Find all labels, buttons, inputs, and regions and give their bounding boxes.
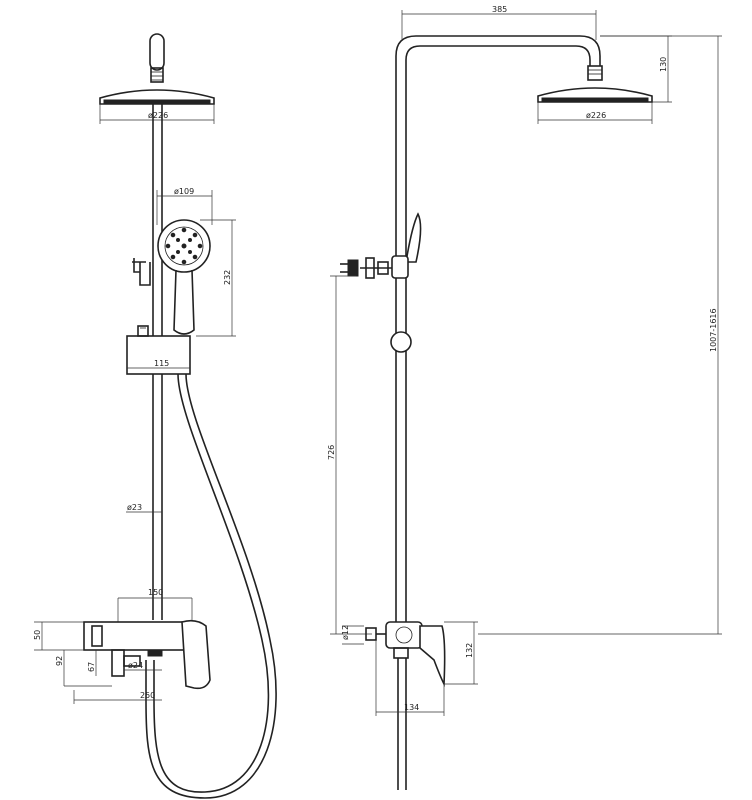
dim-wall-pipe-diameter: ø12 <box>341 625 350 640</box>
dim-head-drop: 130 <box>659 57 668 72</box>
dim-valve-spacing: 150 <box>148 588 163 597</box>
front-view: ø226 ø109 <box>33 33 277 799</box>
dim-outlet-diameter: ø24 <box>128 661 143 670</box>
shower-head-nut-side <box>587 65 603 81</box>
dim-slide-bar-width: 115 <box>154 359 169 368</box>
dim-spout-drop: 67 <box>87 662 96 672</box>
slide-knob <box>390 331 412 353</box>
dim-bracket-height: 726 <box>327 445 336 460</box>
bath-spout <box>111 649 125 677</box>
hose-outlet <box>147 649 163 657</box>
mixer-lever <box>181 619 211 690</box>
overhead-arm-inner <box>405 45 591 260</box>
rain-shower-head <box>99 89 215 105</box>
rain-shower-head-side <box>537 87 653 103</box>
dim-valve-body-height: 132 <box>465 643 474 658</box>
hand-shower-holder-side <box>391 255 409 279</box>
shower-arm-top <box>149 33 165 71</box>
dim-hand-shower-length: 232 <box>223 270 232 285</box>
dim-head-diameter-side: ø226 <box>586 111 606 120</box>
hand-shower-nozzles <box>165 227 203 265</box>
dim-valve-height: 50 <box>33 630 42 640</box>
dim-hand-shower-diameter: ø109 <box>174 187 194 196</box>
dim-height-range: 1007-1616 <box>709 308 718 352</box>
shower-head-nut <box>150 67 164 83</box>
dim-arm-reach: 385 <box>492 5 507 14</box>
hand-shower-holder <box>132 258 151 286</box>
dim-valve-body-depth: 134 <box>404 703 419 712</box>
dim-head-diameter-front: ø226 <box>148 111 168 120</box>
overhead-arm-outer <box>395 35 601 260</box>
valve-body-side <box>385 621 423 649</box>
valve-lever-side <box>419 625 446 688</box>
dim-spout-height: 92 <box>55 656 64 666</box>
dim-pipe-diameter: ø23 <box>127 503 142 512</box>
hand-shower-handle <box>173 269 195 335</box>
shower-hose <box>153 373 270 793</box>
side-view: 385 130 ø226 1007-1616 <box>327 5 722 790</box>
shower-head-nozzles <box>103 99 211 104</box>
dim-valve-depth: 250 <box>140 691 155 700</box>
hand-shower-side <box>405 212 422 263</box>
